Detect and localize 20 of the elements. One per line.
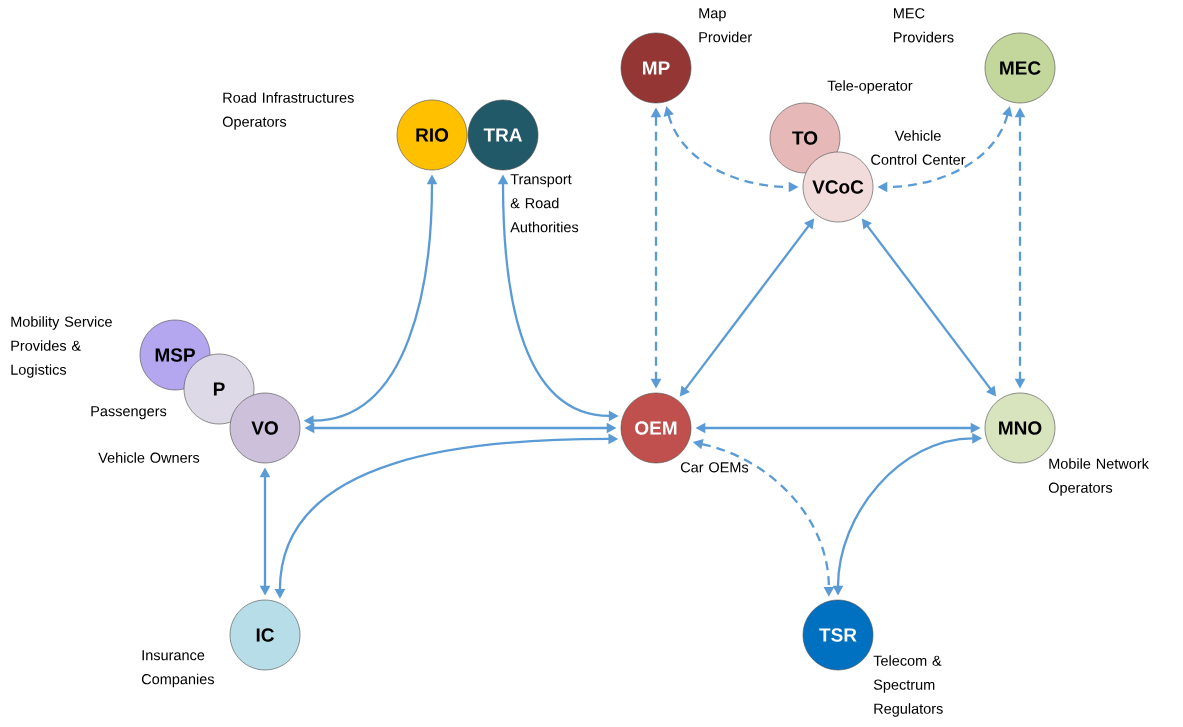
node-caption: Map Provider [699,8,752,43]
node-caption: MEC Providers [894,8,954,43]
circle-node: VO [229,392,301,464]
node-caption: Vehicle Owners [98,452,200,463]
node-caption: Insurance Companies [141,650,214,688]
node-caption: Passengers [91,406,167,420]
circle-node: TSR [802,599,874,671]
circle-node: MEC [984,32,1056,104]
node-caption: Road Infrastructures Operators [222,92,354,130]
circle-node: IC [229,599,301,671]
circle-node: TO [769,102,841,174]
node-caption: Transport & Road Authorities [510,174,579,233]
node-caption: Tele-operator [827,80,913,94]
node-caption: Mobility Service Provides & Logistics [11,316,112,378]
circle-node: MP [620,32,692,104]
node-caption: Telecom & Spectrum Regulators [873,655,943,717]
node-caption: Vehicle Control Center [871,130,966,165]
circle-node: TRA [467,99,539,171]
circle-node: RIO [396,99,468,171]
node-caption: Car OEMs [680,462,749,473]
